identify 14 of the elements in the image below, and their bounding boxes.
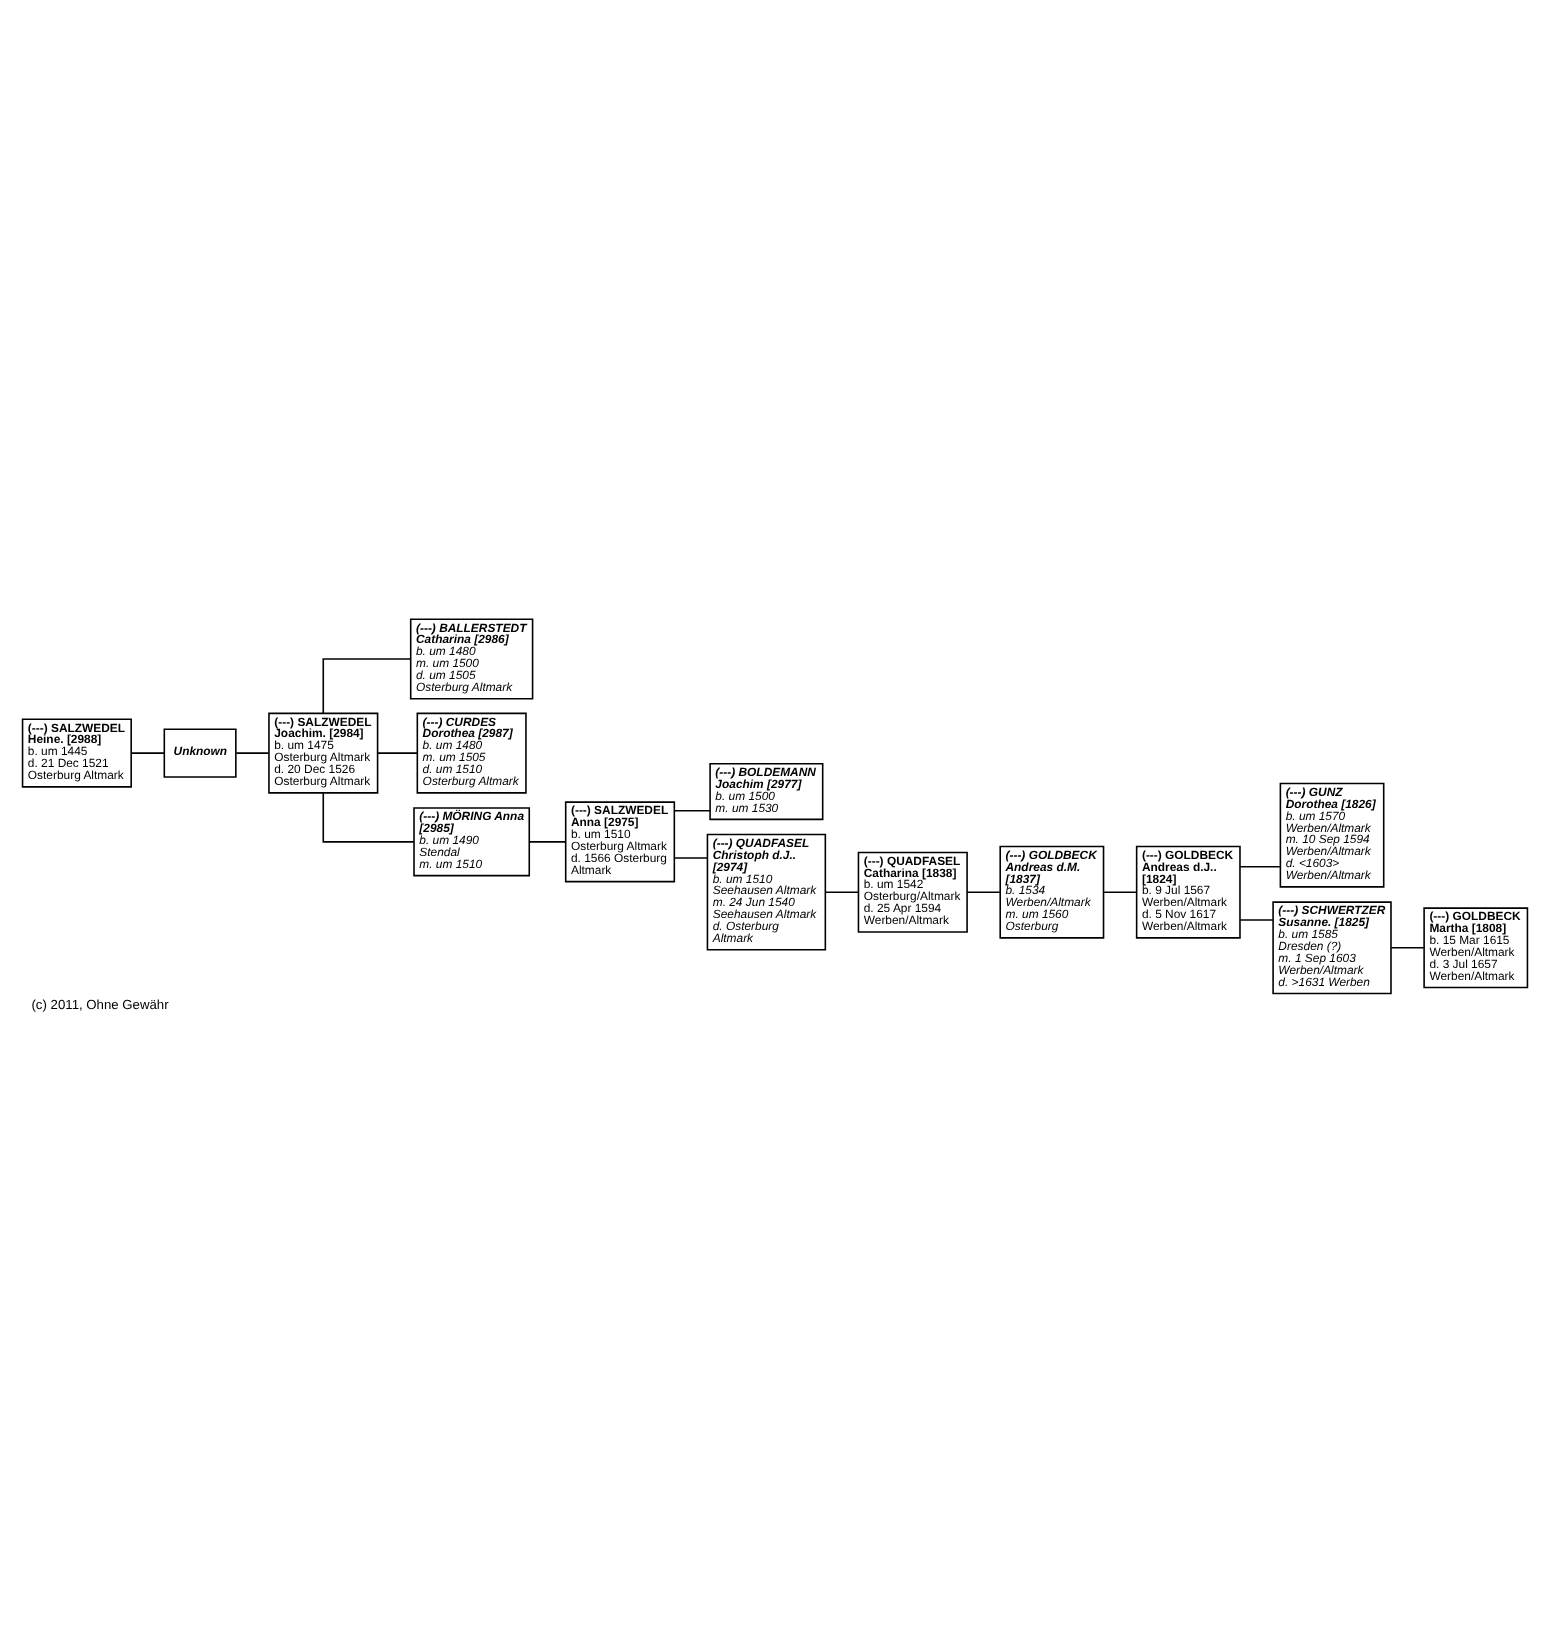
- connector: [235, 752, 270, 754]
- connector: [528, 841, 567, 843]
- connector: [1103, 891, 1138, 893]
- connector: [673, 857, 709, 859]
- connector: [322, 792, 415, 843]
- connector: [1239, 919, 1274, 921]
- connector: [1239, 865, 1282, 868]
- connector: [376, 752, 419, 754]
- connector: [673, 809, 711, 812]
- connector: [966, 891, 1001, 893]
- connector: [322, 658, 412, 714]
- connector: [1390, 947, 1425, 949]
- connector: [824, 891, 859, 893]
- connector: [130, 752, 165, 754]
